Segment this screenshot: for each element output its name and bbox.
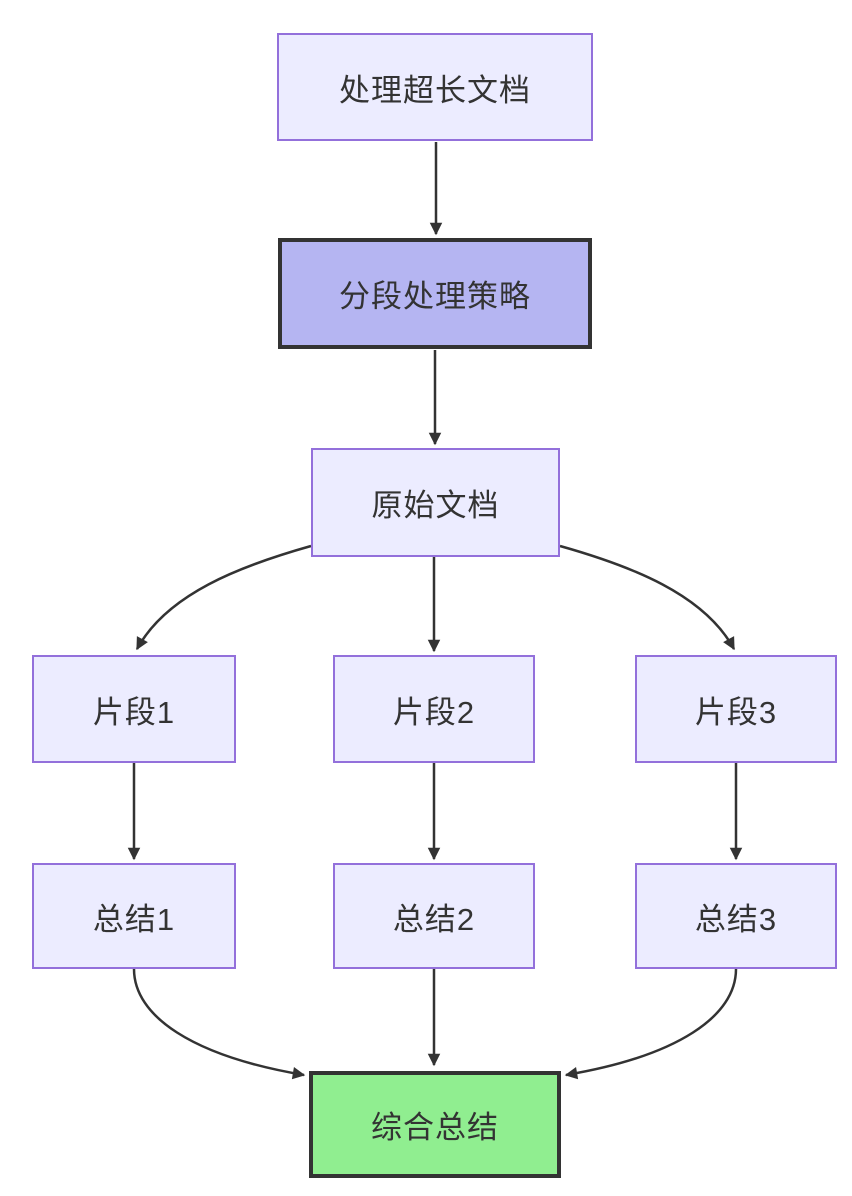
node-fragment-3: 片段3: [635, 655, 837, 763]
edge-summary-1-to-final: [132, 968, 306, 1080]
node-process-long-doc: 处理超长文档: [277, 33, 593, 141]
node-summary-1: 总结1: [32, 863, 236, 969]
node-original-doc: 原始文档: [311, 448, 560, 557]
edge-original-to-fragment-3: [559, 544, 736, 651]
node-summary-3: 总结3: [635, 863, 837, 969]
node-fragment-1: 片段1: [32, 655, 236, 763]
node-summary-2: 总结2: [333, 863, 535, 969]
node-segmentation-strategy: 分段处理策略: [278, 238, 592, 349]
node-fragment-2: 片段2: [333, 655, 535, 763]
edge-original-to-fragment-1: [135, 544, 312, 651]
edge-summary-3-to-final: [564, 968, 738, 1080]
node-final-summary: 综合总结: [309, 1071, 561, 1178]
